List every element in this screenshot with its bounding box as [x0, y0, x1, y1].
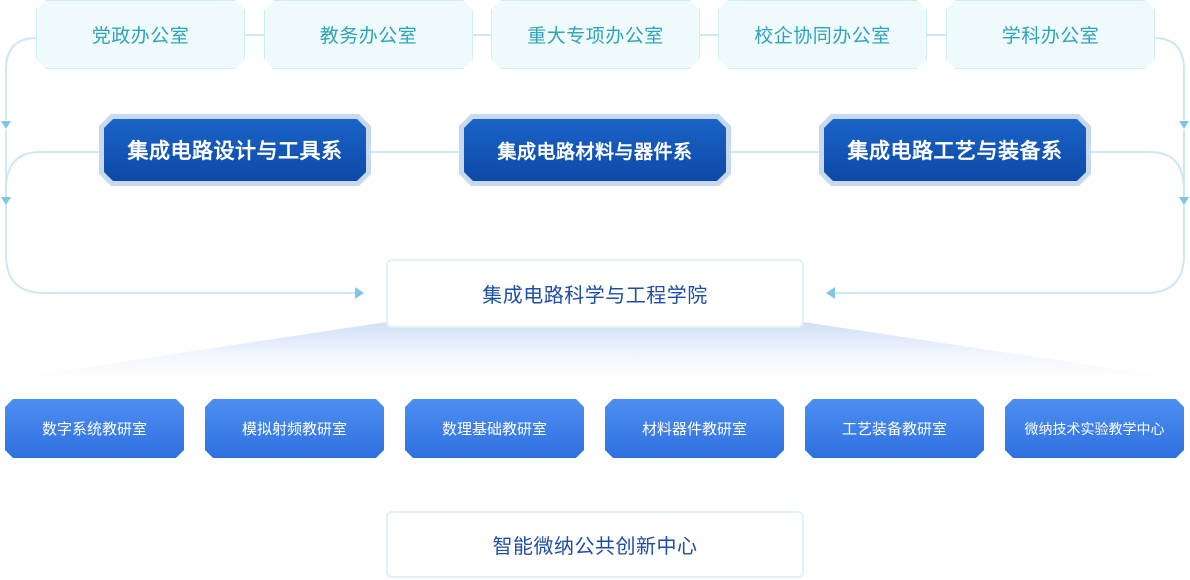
room-micronano-lab-center: 微纳技术实验教学中心 — [1005, 399, 1184, 458]
office-major-projects: 重大专项办公室 — [491, 0, 700, 69]
room-math-physics: 数理基础教研室 — [405, 399, 584, 458]
department-design-tools: 集成电路设计与工具系 — [99, 114, 371, 186]
room-digital-systems: 数字系统教研室 — [5, 399, 184, 458]
department-materials-devices-label: 集成电路材料与器件系 — [464, 119, 726, 181]
office-academic-affairs: 教务办公室 — [264, 0, 473, 69]
office-party-admin: 党政办公室 — [36, 0, 245, 69]
department-design-tools-label: 集成电路设计与工具系 — [104, 119, 366, 181]
innovation-center-box: 智能微纳公共创新中心 — [386, 511, 804, 578]
room-materials-devices: 材料器件教研室 — [605, 399, 784, 458]
office-discipline: 学科办公室 — [946, 0, 1155, 69]
department-process-equipment-label: 集成电路工艺与装备系 — [824, 119, 1086, 181]
room-analog-rf: 模拟射频教研室 — [205, 399, 384, 458]
department-process-equipment: 集成电路工艺与装备系 — [819, 114, 1091, 186]
department-materials-devices: 集成电路材料与器件系 — [459, 114, 731, 186]
room-process-equipment: 工艺装备教研室 — [805, 399, 984, 458]
office-industry-collaboration: 校企协同办公室 — [718, 0, 927, 69]
college-box: 集成电路科学与工程学院 — [386, 259, 804, 328]
